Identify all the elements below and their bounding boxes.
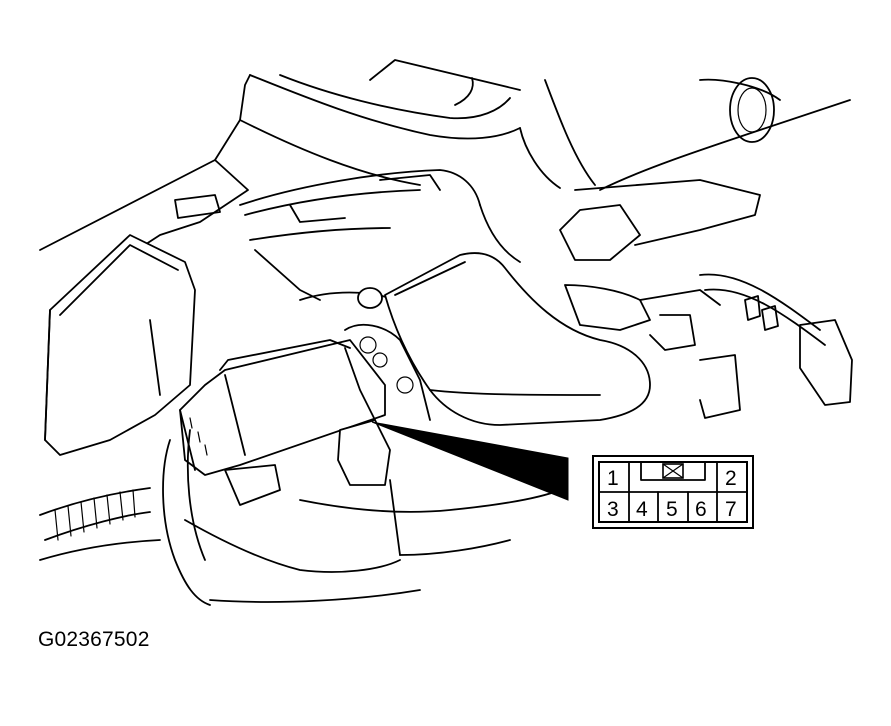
lower-cover bbox=[184, 479, 561, 603]
pin-5-label: 5 bbox=[666, 498, 678, 521]
right-lever-assembly bbox=[559, 179, 853, 419]
connector-body bbox=[179, 339, 391, 506]
pin-6-label: 6 bbox=[695, 498, 707, 521]
left-module-housing bbox=[44, 234, 196, 456]
pointer-wedge bbox=[371, 421, 569, 501]
mounting-bracket bbox=[384, 252, 651, 426]
figure-code: G02367502 bbox=[38, 628, 150, 651]
pin-1-label: 1 bbox=[607, 467, 619, 490]
pin-7-label: 7 bbox=[725, 498, 737, 521]
switch-bracket bbox=[174, 169, 521, 301]
wire-harness bbox=[39, 429, 211, 606]
connector-pinout: 1 2 3 4 5 6 7 bbox=[592, 455, 754, 529]
pin-4-label: 4 bbox=[636, 498, 648, 521]
pin-3-label: 3 bbox=[607, 498, 619, 521]
pin-2-label: 2 bbox=[725, 467, 737, 490]
steering-column-housing bbox=[39, 59, 851, 251]
